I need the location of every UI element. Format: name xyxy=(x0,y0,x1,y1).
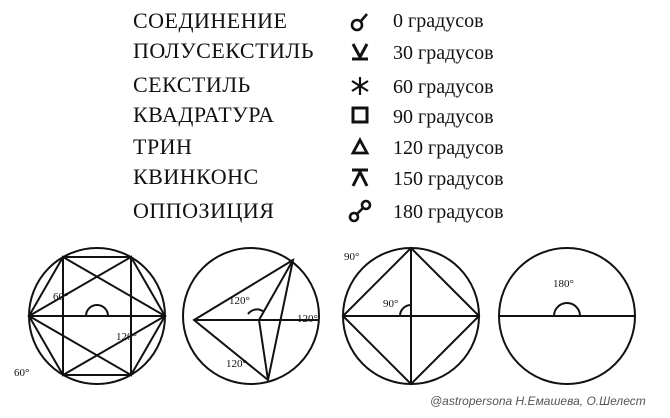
trine-angle-arc xyxy=(247,308,265,315)
square-label-outside: 90° xyxy=(344,251,359,263)
aspect-name: ТРИН xyxy=(133,134,193,159)
trine-label-top: 120° xyxy=(229,295,250,307)
aspect-row-conjunction: СОЕДИНЕНИЕ 0 градусов xyxy=(0,8,670,38)
credit-text: @astropersona Н.Емашева, О.Шелест xyxy=(430,394,646,408)
aspect-name: ПОЛУСЕКСТИЛЬ xyxy=(133,38,314,63)
aspect-degrees: 60 градусов xyxy=(393,76,494,98)
aspect-degrees: 120 градусов xyxy=(393,137,504,159)
square-angle-arc xyxy=(399,304,412,317)
square-label-center: 90° xyxy=(383,298,398,310)
aspect-name: СЕКСТИЛЬ xyxy=(133,72,251,97)
hexagram-label-120: 120° xyxy=(116,331,137,343)
aspect-name: ОППОЗИЦИЯ xyxy=(133,198,275,223)
trine-circle xyxy=(182,247,320,385)
aspect-name: КВИНКОНС xyxy=(133,164,259,189)
aspect-degrees: 30 градусов xyxy=(393,42,494,64)
conjunction-icon xyxy=(350,13,368,32)
aspect-table: СОЕДИНЕНИЕ 0 градусов ПОЛУСЕКСТИЛЬ 30 гр… xyxy=(0,8,670,228)
trine-line-c xyxy=(258,319,269,381)
trine-icon xyxy=(350,137,370,155)
hexagram-label-60: 60° xyxy=(53,291,68,303)
semisextile-icon xyxy=(351,43,369,61)
trine-label-bottom: 120° xyxy=(226,358,247,370)
square-diagram xyxy=(341,246,481,386)
hexagram-diagram xyxy=(27,247,167,385)
aspect-degrees: 180 градусов xyxy=(393,201,504,223)
aspect-row-sextile: СЕКСТИЛЬ 60 градусов xyxy=(0,72,670,102)
aspect-row-opposition: ОППОЗИЦИЯ 180 градусов xyxy=(0,198,670,228)
opposition-label: 180° xyxy=(553,278,574,290)
aspect-row-semisextile: ПОЛУСЕКСТИЛЬ 30 градусов xyxy=(0,38,670,68)
hexagram-label-outside-60: 60° xyxy=(14,367,29,379)
quincunx-icon xyxy=(351,168,369,187)
hexagram-angle-arc xyxy=(85,304,109,317)
trine-line-b xyxy=(258,259,294,321)
aspect-row-trine: ТРИН 120 градусов xyxy=(0,134,670,164)
aspect-degrees: 150 градусов xyxy=(393,168,504,190)
aspect-degrees: 0 градусов xyxy=(393,10,484,32)
aspect-diagrams: 60° 120° 60° 120° 120° 120° 90° 90° 180° xyxy=(14,246,636,386)
square-icon xyxy=(351,106,369,124)
aspect-row-quincunx: КВИНКОНС 150 градусов xyxy=(0,164,670,194)
aspect-name: СОЕДИНЕНИЕ xyxy=(133,8,288,33)
aspect-row-square: КВАДРАТУРА 90 градусов xyxy=(0,102,670,132)
sextile-icon xyxy=(351,77,369,95)
opposition-diagram xyxy=(498,247,636,385)
aspect-degrees: 90 градусов xyxy=(393,106,494,128)
opposition-angle-arc xyxy=(553,302,581,317)
opposition-icon xyxy=(348,199,372,223)
trine-diagram xyxy=(182,247,320,385)
trine-label-right: 120° xyxy=(297,313,318,325)
aspect-name: КВАДРАТУРА xyxy=(133,102,275,127)
